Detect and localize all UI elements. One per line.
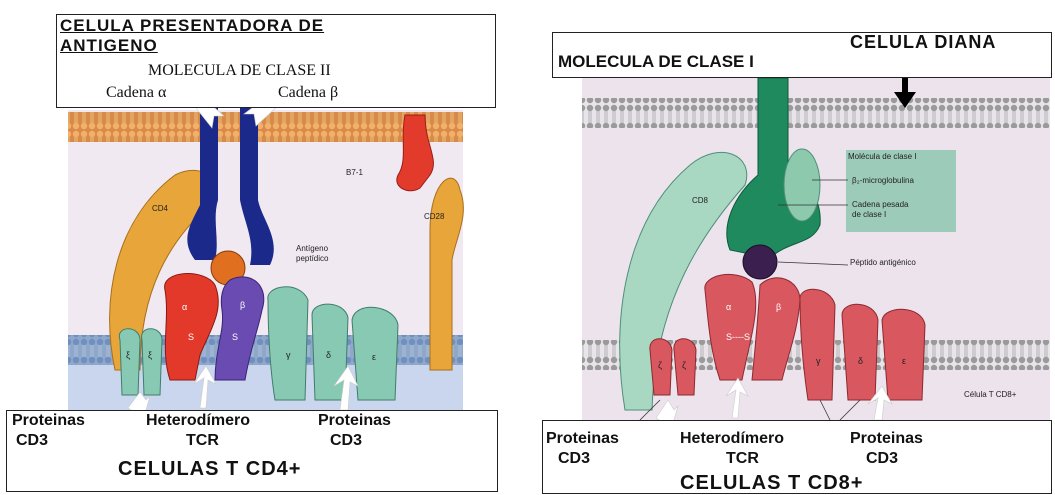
- label-cd28: CD28: [424, 212, 444, 221]
- left-footer-cd3-b-line1: Proteinas: [318, 412, 391, 430]
- label-right-delta: δ: [858, 356, 863, 366]
- left-footer-cd3-a-line2: CD3: [16, 432, 48, 450]
- label-tcr-beta: β: [240, 300, 245, 310]
- label-antigen-line1: Antígeno: [296, 244, 328, 253]
- label-b71: B7-1: [346, 168, 363, 177]
- cd3-xi-1: [119, 329, 140, 395]
- left-header-title-line2: ANTIGENO: [60, 36, 158, 56]
- left-header-title-line1: CELULA PRESENTADORA DE: [60, 16, 324, 36]
- label-s1: S: [188, 332, 194, 342]
- left-footer-cd3-a-line1: Proteinas: [12, 412, 85, 430]
- label-cd4: CD4: [152, 204, 168, 213]
- label-xi2: ξ: [148, 350, 152, 360]
- antigen-peptide-class-i: [743, 245, 777, 279]
- target-cell-membrane: [582, 98, 1050, 128]
- legend-heavy-line2: de clase I: [852, 210, 886, 219]
- label-gamma: γ: [286, 350, 291, 360]
- label-right-ss: S----S: [726, 332, 750, 342]
- left-diagram-panel: CELULA PRESENTADORA DE ANTIGENO MOLECULA…: [0, 0, 500, 495]
- left-chain-beta-label: Cadena β: [278, 84, 338, 102]
- beta2-microglobulin: [784, 149, 820, 221]
- legend-title: Molécula de clase I: [848, 152, 916, 161]
- label-delta: δ: [326, 350, 331, 360]
- label-right-alpha: α: [726, 302, 731, 312]
- right-header-subtitle: MOLECULA DE CLASE I: [558, 52, 754, 72]
- label-tcr-alpha: α: [182, 302, 187, 312]
- left-footer-tcr-line2: TCR: [186, 432, 219, 450]
- left-chain-alpha-label: Cadena α: [106, 84, 166, 102]
- right-footer-title: CELULAS T CD8+: [680, 472, 863, 495]
- right-footer-tcr-line2: TCR: [726, 450, 759, 468]
- label-antigen-line2: peptídico: [296, 254, 328, 263]
- label-epsilon: ε: [372, 352, 376, 362]
- left-footer-cd3-b-line2: CD3: [330, 432, 362, 450]
- legend-heavy-line1: Cadena pesada: [852, 200, 909, 209]
- cd3-gamma: [268, 287, 308, 400]
- label-cd8: CD8: [692, 196, 708, 205]
- legend-b2m: β₂-microglobulina: [852, 176, 914, 185]
- label-xi1: ξ: [126, 350, 130, 360]
- label-cd8-cell: Célula T CD8+: [964, 390, 1016, 399]
- label-right-zeta2: ζ: [682, 360, 686, 370]
- cd3-xi-2: [142, 329, 162, 395]
- left-footer-tcr-line1: Heterodímero: [146, 412, 250, 430]
- left-footer-title: CELULAS T CD4+: [118, 458, 301, 481]
- cd3-epsilon-right: [882, 309, 925, 400]
- label-right-epsilon: ε: [902, 356, 906, 366]
- right-footer-tcr-line1: Heterodímero: [680, 430, 784, 448]
- label-s2: S: [232, 332, 238, 342]
- right-footer-cd3-b-line1: Proteinas: [850, 430, 923, 448]
- right-footer-cd3-a-line1: Proteinas: [546, 430, 619, 448]
- right-header-title: CELULA DIANA: [850, 32, 996, 53]
- right-footer-cd3-b-line2: CD3: [866, 450, 898, 468]
- label-right-gamma: γ: [816, 356, 821, 366]
- legend-box: [846, 150, 956, 232]
- left-header-subtitle: MOLECULA DE CLASE II: [148, 62, 331, 80]
- label-right-beta: β: [776, 302, 781, 312]
- label-peptide: Péptido antigénico: [850, 258, 916, 267]
- label-right-zeta1: ζ: [658, 360, 662, 370]
- cd3-delta-right: [842, 304, 878, 400]
- right-diagram-panel: MOLECULA DE CLASE I CELULA DIANA CD8 Mol…: [530, 0, 1055, 495]
- right-footer-cd3-a-line2: CD3: [558, 450, 590, 468]
